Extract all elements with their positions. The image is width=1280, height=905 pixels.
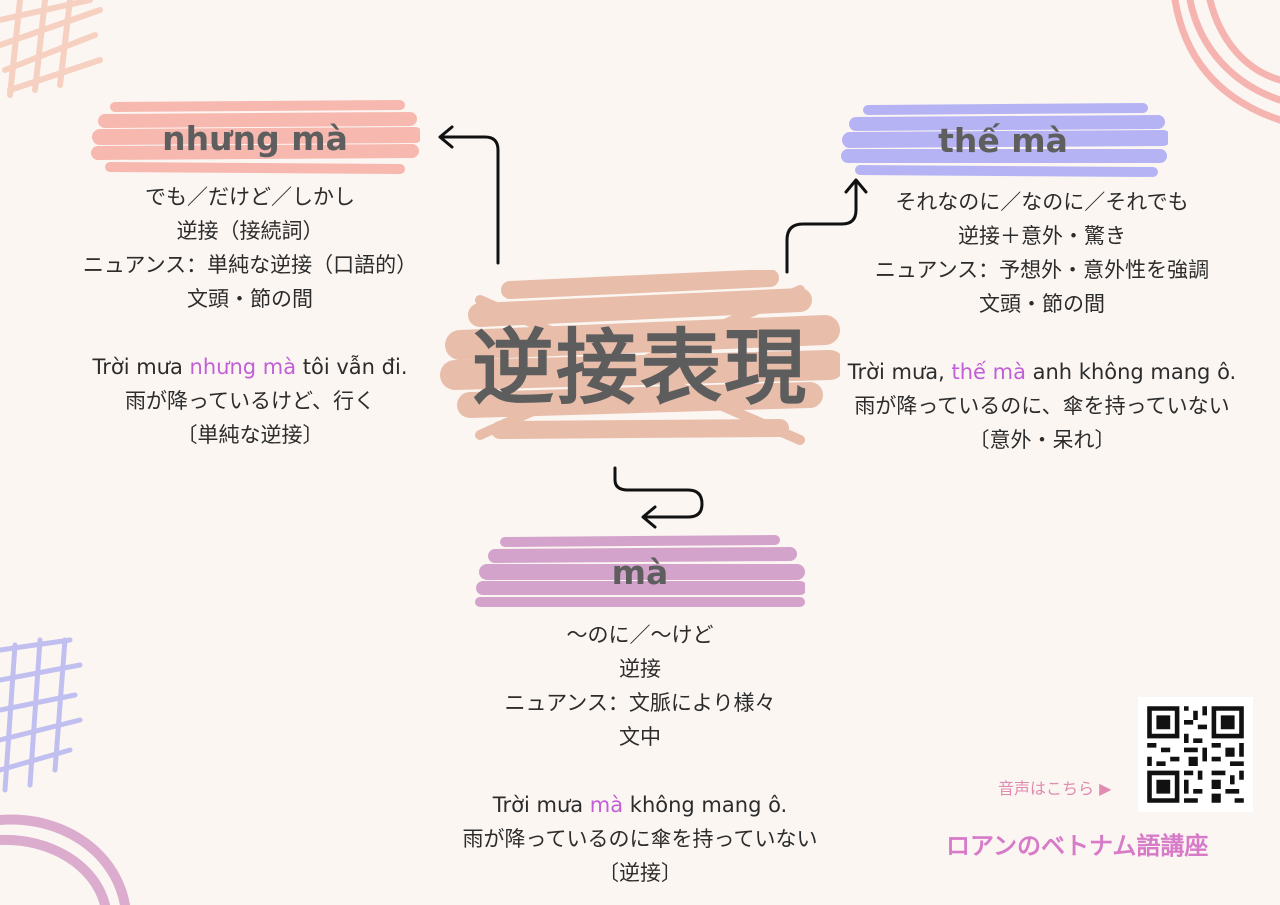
nhung-ma-meaning-2: 逆接（接続詞） bbox=[176, 219, 324, 243]
the-ma-note: 〔意外・呆れ〕 bbox=[968, 428, 1116, 452]
the-ma-example: Trời mưa, thế mà anh không mang ô. bbox=[847, 360, 1237, 384]
heading-the-ma-text: thế mà bbox=[938, 120, 1068, 160]
nhung-ma-meaning-3: ニュアンス：単純な逆接（口語的） bbox=[82, 253, 418, 277]
ma-example: Trời mưa mà không mang ô. bbox=[492, 793, 788, 817]
ma-meaning-4: 文中 bbox=[619, 725, 661, 749]
the-ma-meaning-3: ニュアンス：予想外・意外性を強調 bbox=[874, 258, 1210, 282]
brand-name: ロアンのベトナム語講座 bbox=[946, 832, 1209, 860]
nhung-ma-translation: 雨が降っているけど、行く bbox=[125, 389, 375, 413]
title-brush-stroke bbox=[440, 270, 840, 445]
nhung-ma-brush-stroke bbox=[91, 100, 420, 174]
ma-meaning-1: 〜のに／〜けど bbox=[566, 623, 714, 647]
nhung-ma-meaning-4: 文頭・節の間 bbox=[187, 287, 313, 311]
title-text: 逆接表現 bbox=[471, 320, 808, 416]
heading-ma-text: mà bbox=[611, 552, 669, 592]
heading-ma: mà bbox=[475, 532, 805, 612]
ma-meaning-2: 逆接 bbox=[619, 657, 661, 681]
the-ma-translation: 雨が降っているのに、傘を持っていない bbox=[854, 394, 1230, 418]
the-ma-brush-stroke bbox=[841, 103, 1168, 177]
central-title: 逆接表現 bbox=[440, 270, 840, 450]
heading-nhung-ma: nhưng mà bbox=[90, 97, 420, 179]
ma-meaning-3: ニュアンス：文脈により様々 bbox=[504, 691, 776, 715]
nhung-ma-example: Trời mưa nhưng mà tôi vẫn đi. bbox=[92, 355, 408, 379]
nhung-ma-meaning-1: でも／だけど／しかし bbox=[145, 185, 355, 209]
the-ma-highlight: thế mà bbox=[951, 360, 1026, 384]
qr-caption: 音声はこちら ▶ bbox=[998, 779, 1112, 798]
the-ma-meaning-4: 文頭・節の間 bbox=[979, 292, 1105, 316]
nhung-ma-highlight: nhưng mà bbox=[189, 355, 297, 379]
heading-nhung-ma-text: nhưng mà bbox=[162, 118, 348, 158]
qr-code[interactable] bbox=[1138, 697, 1253, 812]
nhung-ma-details: でも／だけど／しかし 逆接（接続詞） ニュアンス：単純な逆接（口語的） 文頭・節… bbox=[40, 180, 460, 452]
ma-brush-stroke bbox=[475, 535, 805, 607]
heading-the-ma: thế mà bbox=[838, 100, 1168, 180]
the-ma-meaning-2: 逆接＋意外・驚き bbox=[958, 224, 1126, 248]
ma-details: 〜のに／〜けど 逆接 ニュアンス：文脈により様々 文中 Trời mưa mà … bbox=[400, 618, 880, 890]
nhung-ma-note: 〔単純な逆接〕 bbox=[176, 423, 324, 447]
ma-note: 〔逆接〕 bbox=[598, 861, 682, 885]
ma-translation: 雨が降っているのに傘を持っていない bbox=[462, 827, 818, 851]
ma-highlight: mà bbox=[589, 793, 624, 817]
the-ma-details: それなのに／なのに／それでも 逆接＋意外・驚き ニュアンス：予想外・意外性を強調… bbox=[800, 185, 1280, 457]
qr-code-icon bbox=[1138, 697, 1253, 812]
the-ma-meaning-1: それなのに／なのに／それでも bbox=[895, 190, 1189, 214]
